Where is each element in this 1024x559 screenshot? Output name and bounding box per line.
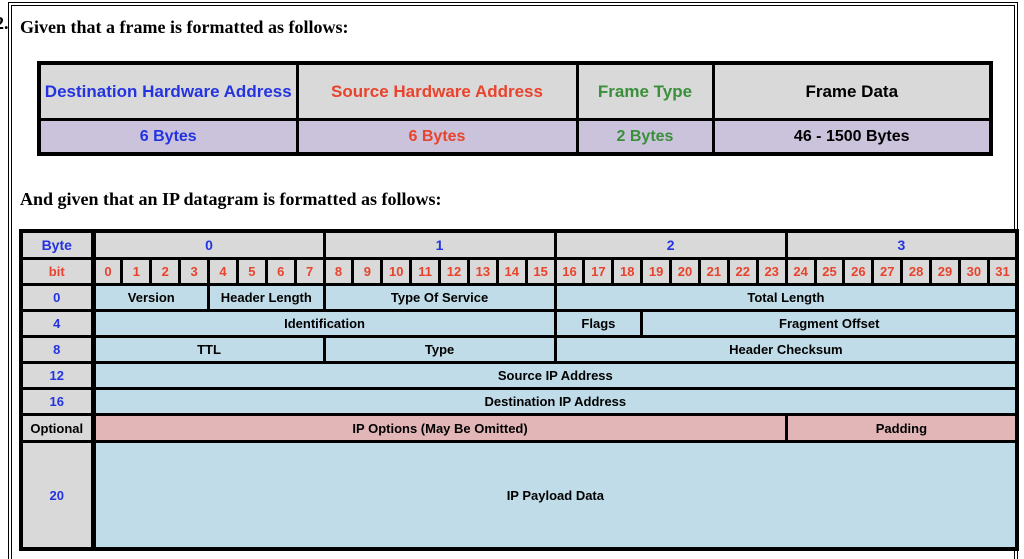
ip-row-20: 20 IP Payload Data: [19, 440, 1019, 551]
frame-size-frame-data: 46 - 1500 Bytes: [711, 118, 993, 156]
field-header-length: Header Length: [207, 283, 326, 312]
field-padding: Padding: [784, 413, 1019, 443]
bit-cell: 30: [957, 257, 990, 286]
field-identification: Identification: [91, 309, 557, 338]
frame-field-destination-hw-address: Destination Hardware Address: [37, 61, 299, 121]
field-flags: Flags: [553, 309, 644, 338]
byte-header-row: Byte 0 1 2 3: [19, 229, 1019, 260]
ip-datagram-table: Byte 0 1 2 3 bit 0 1 2 3 4 5 6 7 8 9 10 …: [19, 229, 1020, 551]
field-type-of-service: Type Of Service: [322, 283, 557, 312]
bit-cell: 9: [351, 257, 384, 286]
bit-cell: 3: [178, 257, 210, 286]
bit-cell: 21: [697, 257, 730, 286]
bit-cell: 18: [611, 257, 644, 286]
bit-cell: 8: [322, 257, 355, 286]
row-offset-label: 20: [19, 440, 96, 551]
bit-cell: 7: [293, 257, 326, 286]
byte-header-3: 3: [784, 229, 1019, 260]
bit-cell: 24: [784, 257, 817, 286]
question-panel: Given that a frame is formatted as follo…: [8, 2, 1020, 559]
ip-row-8: 8 TTL Type Header Checksum: [19, 335, 1019, 364]
frame-size-destination-hw-address: 6 Bytes: [37, 118, 299, 156]
byte-header-1: 1: [322, 229, 557, 260]
field-ttl: TTL: [91, 335, 326, 364]
bit-cell: 0: [91, 257, 124, 286]
field-source-ip-address: Source IP Address: [91, 361, 1019, 390]
bit-cell: 10: [380, 257, 413, 286]
bit-cell: 1: [120, 257, 153, 286]
bit-cell: 22: [726, 257, 759, 286]
field-type: Type: [322, 335, 557, 364]
frame-size-frame-type: 2 Bytes: [575, 118, 715, 156]
bit-cell: 17: [582, 257, 615, 286]
bit-cell: 25: [813, 257, 846, 286]
frame-intro-text: Given that a frame is formatted as follo…: [20, 17, 349, 37]
field-ip-options: IP Options (May Be Omitted): [91, 413, 788, 443]
question-number: 2.: [0, 13, 9, 33]
field-ip-payload-data: IP Payload Data: [91, 440, 1019, 551]
frame-format-table: Destination Hardware Address Source Hard…: [37, 61, 993, 156]
row-offset-label: 12: [19, 361, 96, 390]
field-header-checksum: Header Checksum: [553, 335, 1019, 364]
bit-cell: 19: [640, 257, 673, 286]
ip-row-12: 12 Source IP Address: [19, 361, 1019, 390]
bit-cell: 5: [235, 257, 268, 286]
bit-cell: 27: [871, 257, 904, 286]
byte-header-2: 2: [553, 229, 788, 260]
ip-row-optional: Optional IP Options (May Be Omitted) Pad…: [19, 413, 1019, 443]
byte-corner-label: Byte: [19, 229, 96, 260]
bit-cell: 11: [409, 257, 442, 286]
bit-cell: 13: [466, 257, 499, 286]
bit-cell: 20: [669, 257, 701, 286]
bit-cell: 12: [438, 257, 470, 286]
row-offset-label: 0: [19, 283, 96, 312]
bit-cell: 15: [524, 257, 557, 286]
bit-cell: 31: [986, 257, 1019, 286]
ip-row-0: 0 Version Header Length Type Of Service …: [19, 283, 1019, 312]
frame-field-frame-data: Frame Data: [711, 61, 993, 121]
row-offset-label: 16: [19, 387, 96, 416]
bit-cell: 4: [207, 257, 239, 286]
frame-header-row: Destination Hardware Address Source Hard…: [37, 61, 993, 121]
byte-header-0: 0: [91, 229, 326, 260]
ip-row-4: 4 Identification Flags Fragment Offset: [19, 309, 1019, 338]
bit-cell: 6: [264, 257, 297, 286]
frame-size-source-hw-address: 6 Bytes: [295, 118, 579, 156]
field-destination-ip-address: Destination IP Address: [91, 387, 1019, 416]
ip-intro-text: And given that an IP datagram is formatt…: [20, 189, 442, 209]
bit-header-row: bit 0 1 2 3 4 5 6 7 8 9 10 11 12 13 14 1…: [19, 257, 1019, 286]
bit-cell: 29: [929, 257, 961, 286]
row-offset-label: 8: [19, 335, 96, 364]
frame-size-row: 6 Bytes 6 Bytes 2 Bytes 46 - 1500 Bytes: [37, 118, 993, 156]
bit-corner-label: bit: [19, 257, 96, 286]
bit-cell: 14: [495, 257, 528, 286]
frame-field-source-hw-address: Source Hardware Address: [295, 61, 579, 121]
row-offset-label: 4: [19, 309, 96, 338]
bit-cell: 2: [149, 257, 182, 286]
field-total-length: Total Length: [553, 283, 1019, 312]
bit-cell: 16: [553, 257, 586, 286]
field-fragment-offset: Fragment Offset: [640, 309, 1019, 338]
bit-cell: 26: [842, 257, 875, 286]
bit-cell: 28: [900, 257, 933, 286]
frame-field-frame-type: Frame Type: [575, 61, 715, 121]
row-offset-label: Optional: [19, 413, 96, 443]
field-version: Version: [91, 283, 210, 312]
bit-cell: 23: [755, 257, 788, 286]
ip-row-16: 16 Destination IP Address: [19, 387, 1019, 416]
